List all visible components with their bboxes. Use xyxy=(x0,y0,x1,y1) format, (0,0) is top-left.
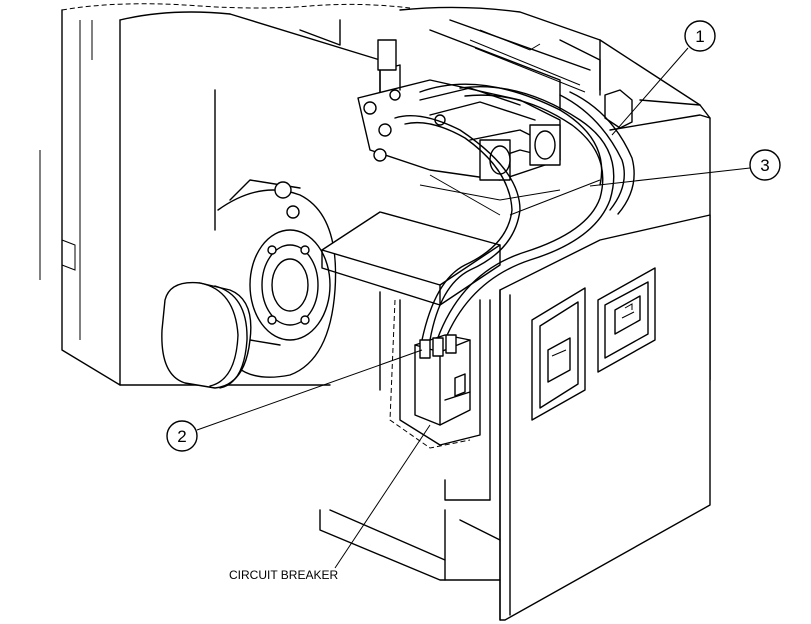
leader-lines xyxy=(196,47,751,569)
front-cabinet xyxy=(319,214,711,621)
circuit-breaker-label: CIRCUIT BREAKER xyxy=(229,568,338,582)
callout-3-text: 3 xyxy=(760,156,769,175)
circuit-breaker xyxy=(414,334,471,426)
callout-3: 3 xyxy=(749,149,781,181)
callout-2: 2 xyxy=(166,420,198,452)
callout-1: 1 xyxy=(684,20,716,52)
cable-harness xyxy=(394,83,635,341)
callout-1-text: 1 xyxy=(695,27,704,46)
callout-2-text: 2 xyxy=(177,427,186,446)
top-mechanism xyxy=(357,29,633,216)
motor-drum-assembly xyxy=(161,179,337,389)
breaker-housing xyxy=(321,211,501,449)
